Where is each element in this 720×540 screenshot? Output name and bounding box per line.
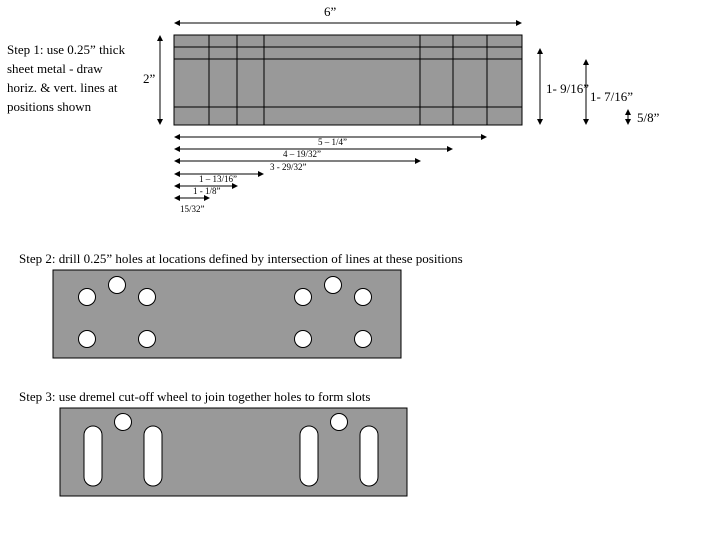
h-dim-1-1-8-label: 1 - 1/8”: [193, 186, 221, 196]
step2-instruction: Step 2: drill 0.25” holes at locations d…: [19, 251, 463, 266]
v-dim-1-9-16-label: 1- 9/16”: [546, 81, 589, 96]
drilled-hole: [294, 288, 312, 306]
step2-plate-group: [52, 269, 402, 359]
step1-instruction: Step 1: use 0.25” thick sheet metal - dr…: [7, 42, 126, 114]
h-dim-15-32-label: 15/32”: [180, 204, 205, 214]
drilled-hole: [354, 330, 372, 348]
drilled-hole: [78, 330, 96, 348]
h-dim-1-13-16-label: 1 – 13/16”: [199, 174, 237, 184]
height-dimension-label: 2”: [143, 71, 156, 86]
h-dim-4-19-32-label: 4 – 19/32”: [283, 149, 321, 159]
drilled-hole: [78, 288, 96, 306]
step1-plate-group: [173, 34, 523, 126]
drilled-hole: [138, 288, 156, 306]
step3-plate-group: [59, 407, 408, 497]
step3-plate: [59, 407, 408, 497]
cut-slot: [359, 425, 379, 487]
drilled-hole: [138, 330, 156, 348]
step3-instruction: Step 3: use dremel cut-off wheel to join…: [19, 389, 371, 404]
drilled-hole: [330, 413, 348, 431]
step1-plate: [173, 34, 523, 126]
cut-slot: [83, 425, 103, 487]
drilled-hole: [108, 276, 126, 294]
drilled-hole: [324, 276, 342, 294]
h-dim-3-29-32-label: 3 - 29/32”: [270, 162, 307, 172]
drilled-hole: [294, 330, 312, 348]
v-dim-1-7-16-label: 1- 7/16”: [590, 89, 633, 104]
width-dimension-label: 6”: [324, 4, 337, 19]
step2-plate: [52, 269, 402, 359]
drilled-hole: [354, 288, 372, 306]
h-dim-5-1-4-label: 5 – 1/4”: [318, 137, 347, 147]
drilled-hole: [114, 413, 132, 431]
cut-slot: [143, 425, 163, 487]
cut-slot: [299, 425, 319, 487]
v-dim-5-8-label: 5/8”: [637, 110, 660, 125]
